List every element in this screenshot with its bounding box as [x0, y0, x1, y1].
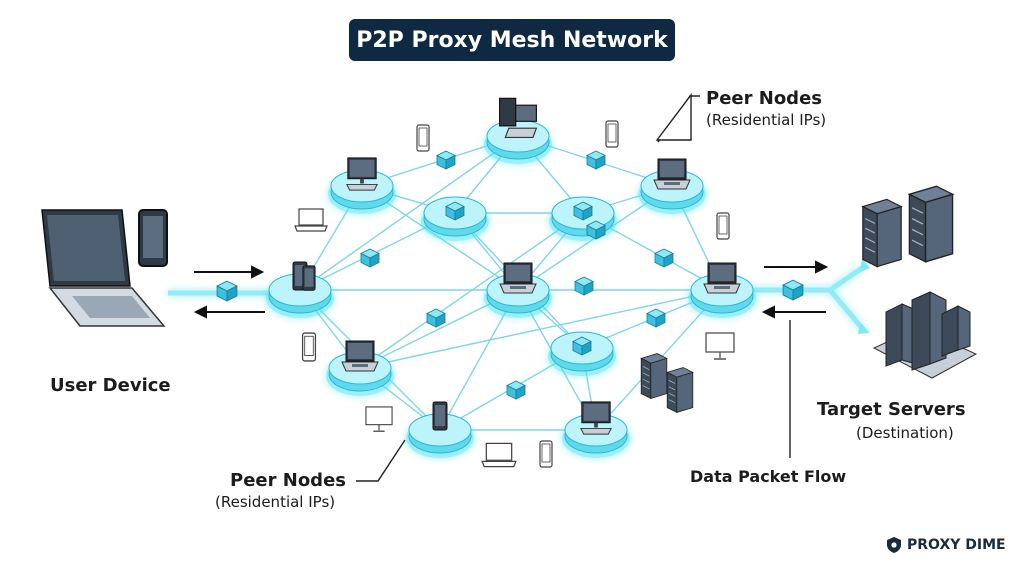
packet-cube-icon [574, 276, 594, 296]
phone-icon [432, 401, 448, 431]
peer-node [562, 401, 630, 458]
flow-arrow-up [860, 258, 870, 272]
destination-label: (Destination) [856, 424, 954, 442]
residential-ips-top-label: (Residential IPs) [706, 111, 827, 129]
mesh-link [359, 289, 723, 369]
peer-node [406, 401, 474, 458]
packet-cube-icon [654, 248, 674, 268]
mesh-link [299, 135, 519, 291]
server-rack-icon [862, 198, 902, 268]
peer-node [548, 331, 616, 376]
brand-name: PROXY DIME [907, 537, 1006, 553]
packet-cube-icon [426, 308, 446, 328]
laptop-icon [703, 262, 741, 294]
brand-logo: PROXY DIME [886, 536, 1006, 554]
packet-cube-icon [436, 150, 456, 170]
monitor-icon [346, 157, 378, 191]
pointer-triangle [655, 92, 692, 141]
idle-laptop-bottom-icon [481, 442, 517, 468]
mini-server-icon [640, 353, 668, 399]
server-buildings-icon [872, 291, 978, 379]
laptop-icon [653, 158, 691, 190]
target-servers-label: Target Servers [817, 399, 966, 420]
peer-node [421, 196, 489, 241]
phone-icon [302, 265, 316, 291]
user-arrows [193, 265, 265, 319]
server-packet-icon [782, 279, 804, 301]
user-packet-icon [216, 280, 238, 302]
mesh-link [359, 212, 584, 369]
laptop-icon [499, 262, 537, 294]
target-servers [862, 185, 978, 379]
peer-node [484, 97, 552, 164]
idle-phone-bottom-icon [539, 440, 553, 468]
idle-desktop-icon [705, 332, 735, 360]
peer-node [328, 157, 396, 214]
peer-nodes [266, 97, 756, 458]
peer-nodes-top-label: Peer Nodes [706, 88, 822, 109]
idle-phone-icon [416, 124, 430, 152]
packet-cube-icon [506, 380, 526, 400]
monitor-icon [580, 401, 612, 435]
residential-ips-bottom-label: (Residential IPs) [215, 493, 336, 511]
user-device [41, 208, 169, 327]
peer-nodes-bottom-label: Peer Nodes [230, 470, 346, 491]
packet-cube-icon [646, 308, 666, 328]
shield-icon [887, 537, 901, 553]
idle-laptop-icon [294, 208, 328, 232]
user-device-label: User Device [50, 375, 171, 396]
peer-node [549, 196, 617, 241]
idle-tablet-icon [605, 120, 619, 148]
packet-cube-icon [586, 150, 606, 170]
page-title: P2P Proxy Mesh Network [349, 19, 675, 61]
server-arrows [761, 260, 829, 319]
data-packet-flow-label: Data Packet Flow [690, 467, 847, 486]
server-tower-icon [640, 353, 694, 413]
peer-node [638, 158, 706, 214]
idle-bulb-icon [301, 332, 317, 362]
user-phone-icon [137, 208, 169, 268]
server-rack-icon-2 [908, 185, 954, 263]
peer-node [326, 340, 394, 396]
peer-node [484, 262, 552, 318]
laptop-icon [341, 340, 379, 372]
mini-server-icon [666, 367, 694, 413]
peer-node [688, 262, 756, 318]
flow-arrow-down [858, 322, 870, 334]
peer-node [266, 261, 334, 318]
idle-phone-right-icon [716, 212, 730, 240]
idle-monitor-icon [365, 406, 393, 432]
